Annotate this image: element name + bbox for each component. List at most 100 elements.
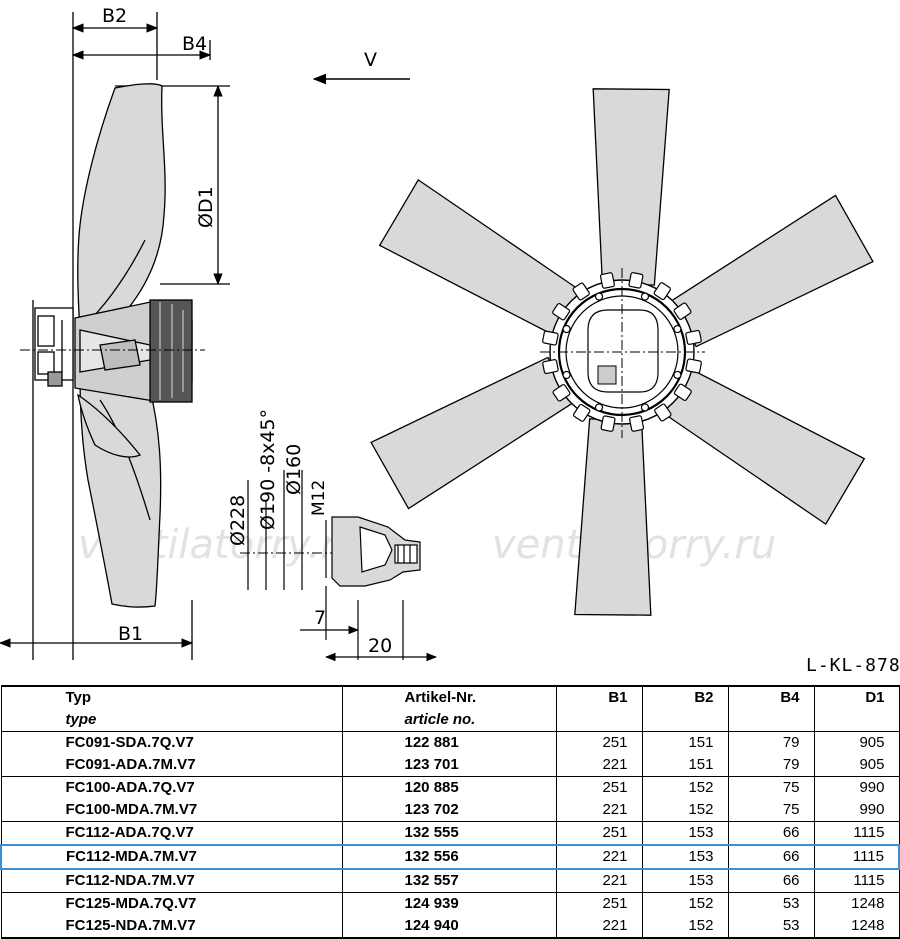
fan-blade: [378, 178, 582, 336]
cell-b1: 221: [555, 799, 643, 822]
hub-tab: [572, 282, 590, 301]
cell-d1: 1248: [813, 892, 900, 915]
cell-d1: 905: [813, 754, 900, 777]
hub-bolt: [673, 370, 682, 380]
table-row: FC112-ADA.7Q.V7 132 555 251 153 66 1115: [0, 821, 900, 845]
cell-b4: 75: [727, 776, 815, 799]
hub-tab: [600, 415, 616, 432]
cell-b2: 153: [641, 844, 729, 870]
fan-blade: [670, 194, 874, 348]
cell-d1: 905: [813, 731, 900, 754]
hub-tab: [673, 383, 692, 401]
fan-side-view: [0, 12, 230, 660]
hub-tab: [542, 330, 559, 346]
hub-tab: [629, 415, 645, 432]
cell-d1: 990: [813, 799, 900, 822]
cell-d1: 1115: [813, 844, 900, 870]
dim-label-7: 7: [314, 607, 326, 629]
cell-article: 132 557: [341, 869, 557, 893]
header-b2: B2: [641, 685, 729, 732]
header-b1: B1: [555, 685, 643, 732]
table-row: FC091-SDA.7Q.V7 122 881 251 151 79 905: [0, 731, 900, 754]
header-b4: B4: [727, 685, 815, 732]
fan-blade: [662, 368, 866, 526]
hub-tab: [542, 359, 559, 375]
table-row: FC091-ADA.7M.V7 123 701 221 151 79 905: [0, 754, 900, 777]
dimensions-table: Typ type Artikel-Nr. article no. B1 B2 B…: [0, 685, 900, 939]
cell-d1: 1248: [813, 915, 900, 939]
cell-b2: 151: [641, 754, 729, 777]
cell-b4: 75: [727, 799, 815, 822]
table-header-row: Typ type Artikel-Nr. article no. B1 B2 B…: [0, 685, 900, 732]
table-row: FC100-ADA.7Q.V7 120 885 251 152 75 990: [0, 776, 900, 799]
cell-article: 132 556: [341, 844, 557, 870]
drawing-reference: L-KL-8786: [806, 655, 900, 676]
table-row-selected: FC112-MDA.7M.V7 132 556 221 153 66 1115: [0, 844, 900, 870]
hub-bolt: [562, 324, 571, 334]
dim-label-d1: ØD1: [195, 186, 217, 228]
cell-b2: 152: [641, 915, 729, 939]
cell-b2: 153: [641, 869, 729, 893]
cell-d1: 1115: [813, 821, 900, 845]
cell-d1: 990: [813, 776, 900, 799]
cell-b1: 221: [555, 844, 643, 870]
table-row: FC112-NDA.7M.V7 132 557 221 153 66 1115: [0, 869, 900, 893]
cell-type: FC100-MDA.7M.V7: [0, 799, 343, 822]
cell-b1: 221: [555, 915, 643, 939]
cell-type: FC125-NDA.7M.V7: [0, 915, 343, 939]
hub-bolt: [673, 324, 682, 334]
cell-b4: 79: [727, 731, 815, 754]
dim-label-b4: B4: [182, 33, 207, 55]
view-label: V: [364, 49, 377, 71]
cell-b4: 53: [727, 915, 815, 939]
hub-tab: [573, 403, 591, 422]
header-d1: D1: [813, 685, 900, 732]
dim-label-20: 20: [368, 635, 392, 657]
hub-tab: [685, 329, 702, 345]
cell-b4: 66: [727, 821, 815, 845]
cell-b1: 221: [555, 754, 643, 777]
cell-b1: 251: [555, 892, 643, 915]
cell-type: FC100-ADA.7Q.V7: [0, 776, 343, 799]
dim-label-d228: Ø228: [227, 495, 249, 546]
fan-blade: [370, 356, 574, 510]
hub-tab: [552, 303, 571, 321]
cell-article: 123 701: [341, 754, 557, 777]
dim-label-d160: Ø160: [283, 444, 305, 495]
hub-tab: [654, 403, 672, 422]
hub-bolt: [594, 403, 604, 412]
hub-tab: [653, 282, 671, 301]
cell-type: FC112-ADA.7Q.V7: [0, 821, 343, 845]
hub-tab: [685, 358, 702, 374]
cell-type: FC091-SDA.7Q.V7: [0, 731, 343, 754]
fan-front-view: [370, 88, 874, 616]
header-article: Artikel-Nr. article no.: [341, 685, 557, 732]
dim-label-b1: B1: [118, 623, 143, 645]
hub-bolt: [640, 292, 650, 301]
fan-blade: [574, 418, 652, 616]
fan-technical-drawing: ventilatorry.ru ventilatorry.ru: [0, 5, 900, 676]
fan-blade: [592, 88, 670, 286]
cell-article: 132 555: [341, 821, 557, 845]
cell-b2: 152: [641, 892, 729, 915]
hub-bolt: [594, 292, 604, 301]
cell-b1: 251: [555, 776, 643, 799]
cell-b4: 79: [727, 754, 815, 777]
cell-b2: 152: [641, 776, 729, 799]
cell-article: 124 939: [341, 892, 557, 915]
cell-article: 123 702: [341, 799, 557, 822]
hub-tab: [552, 384, 571, 402]
flange-detail: [240, 470, 438, 662]
table-row: FC125-NDA.7M.V7 124 940 221 152 53 1248: [0, 915, 900, 939]
cell-b2: 153: [641, 821, 729, 845]
hub-bolt: [640, 403, 650, 412]
table-row: FC125-MDA.7Q.V7 124 939 251 152 53 1248: [0, 892, 900, 915]
cell-type: FC112-MDA.7M.V7: [0, 844, 343, 870]
cell-b1: 251: [555, 821, 643, 845]
cell-article: 124 940: [341, 915, 557, 939]
cell-d1: 1115: [813, 869, 900, 893]
hub-tab: [628, 272, 644, 289]
header-type: Typ type: [0, 685, 343, 732]
hub-tab: [599, 272, 615, 289]
cell-article: 122 881: [341, 731, 557, 754]
